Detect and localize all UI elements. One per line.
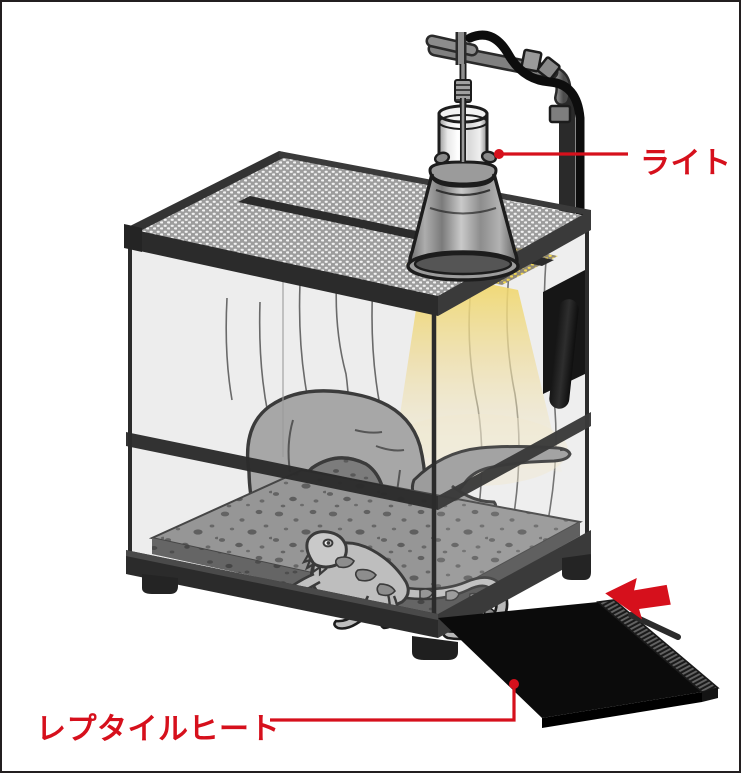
reptile-heat-mat [438, 599, 720, 728]
glass-terrarium [124, 151, 591, 660]
wall-heater-panel [543, 270, 585, 409]
bearded-dragon [271, 530, 509, 641]
callout-leader-light [494, 149, 628, 159]
tank-bottom-frame [126, 530, 591, 660]
callout-label-reptile-heat: レプタイルヒート [36, 713, 280, 746]
stand-adjuster [454, 79, 472, 103]
callout-label-light: ライト [640, 147, 732, 180]
callout-leader-reptile-heat [270, 679, 519, 722]
insertion-direction-arrow [605, 578, 671, 620]
dome-heat-lamp [406, 98, 520, 282]
lamp-hanging-stand [425, 30, 585, 414]
